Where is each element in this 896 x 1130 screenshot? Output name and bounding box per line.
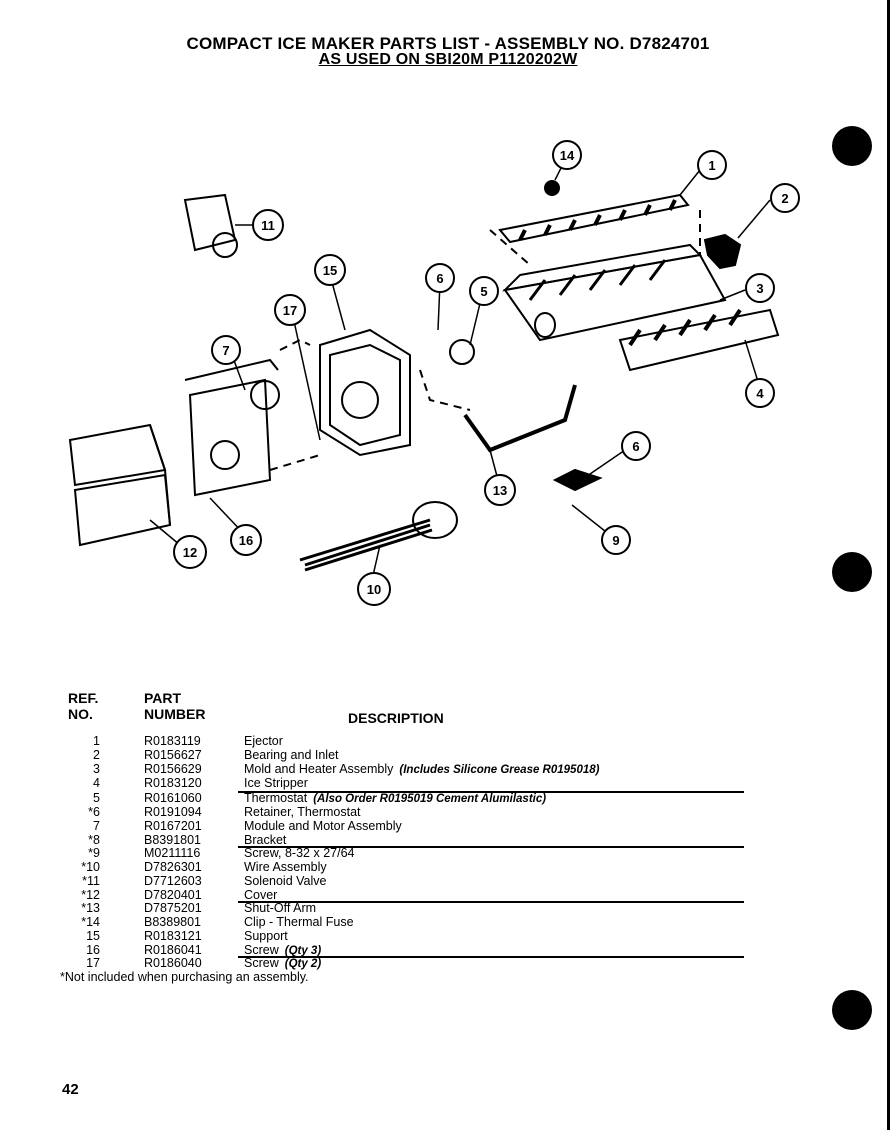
bracket-part xyxy=(552,468,603,492)
header-ref-no: REF. NO. xyxy=(68,690,99,722)
header-description: DESCRIPTION xyxy=(348,710,444,726)
svg-text:17: 17 xyxy=(283,303,297,318)
ice-stripper-part xyxy=(618,308,780,372)
callout-2: 2 xyxy=(770,183,800,213)
wire-harness-part xyxy=(299,501,458,572)
thermostat-part xyxy=(449,339,475,365)
bearing-inlet-part xyxy=(703,233,742,270)
binder-hole xyxy=(832,552,872,592)
callout-11: 11 xyxy=(252,209,284,241)
svg-text:2: 2 xyxy=(781,191,788,206)
module-motor-part xyxy=(184,358,280,497)
callout-7: 7 xyxy=(211,335,241,365)
svg-text:16: 16 xyxy=(239,533,253,548)
svg-text:4: 4 xyxy=(756,386,764,401)
page-number: 42 xyxy=(62,1081,79,1098)
svg-text:13: 13 xyxy=(493,483,507,498)
page-edge-line xyxy=(887,0,890,1130)
svg-text:14: 14 xyxy=(560,148,575,163)
svg-text:15: 15 xyxy=(323,263,337,278)
callout-6a: 6 xyxy=(425,263,455,293)
exploded-parts-diagram: 1 2 3 4 5 6 6 7 9 10 11 12 13 14 15 16 1… xyxy=(68,140,800,606)
row-divider xyxy=(238,901,744,903)
support-part xyxy=(319,328,411,457)
callout-13: 13 xyxy=(484,474,516,506)
callout-17: 17 xyxy=(274,294,306,326)
binder-hole xyxy=(832,126,872,166)
thermal-fuse-clip-part xyxy=(544,180,560,196)
row-divider xyxy=(238,956,744,958)
svg-text:12: 12 xyxy=(183,545,197,560)
svg-text:5: 5 xyxy=(480,284,487,299)
callout-4: 4 xyxy=(745,378,775,408)
callout-9: 9 xyxy=(601,525,631,555)
shut-off-arm-part xyxy=(463,384,577,453)
svg-text:10: 10 xyxy=(367,582,381,597)
binder-hole xyxy=(832,990,872,1030)
callout-1: 1 xyxy=(697,150,727,180)
callout-16: 16 xyxy=(230,524,262,556)
row-divider xyxy=(238,791,744,793)
callout-12: 12 xyxy=(173,535,207,569)
callout-5: 5 xyxy=(469,276,499,306)
page-subtitle: AS USED ON SBI20M P1120202W xyxy=(318,51,578,68)
callout-10: 10 xyxy=(357,572,391,606)
svg-text:3: 3 xyxy=(756,281,763,296)
ejector-part xyxy=(498,193,690,244)
svg-text:9: 9 xyxy=(612,533,619,548)
svg-text:1: 1 xyxy=(708,158,715,173)
row-divider xyxy=(238,846,744,848)
solenoid-valve-part xyxy=(183,193,238,258)
header-part-number: PART NUMBER xyxy=(144,690,206,722)
callout-15: 15 xyxy=(314,254,346,286)
callout-14: 14 xyxy=(552,140,582,170)
cover-part xyxy=(68,423,172,547)
svg-text:6: 6 xyxy=(436,271,443,286)
svg-text:6: 6 xyxy=(632,439,639,454)
callout-3: 3 xyxy=(745,273,775,303)
svg-text:7: 7 xyxy=(222,343,229,358)
footnote: *Not included when purchasing an assembl… xyxy=(60,970,309,984)
page-title: COMPACT ICE MAKER PARTS LIST - ASSEMBLY … xyxy=(186,34,710,53)
svg-text:11: 11 xyxy=(261,218,275,233)
callout-6b: 6 xyxy=(621,431,651,461)
